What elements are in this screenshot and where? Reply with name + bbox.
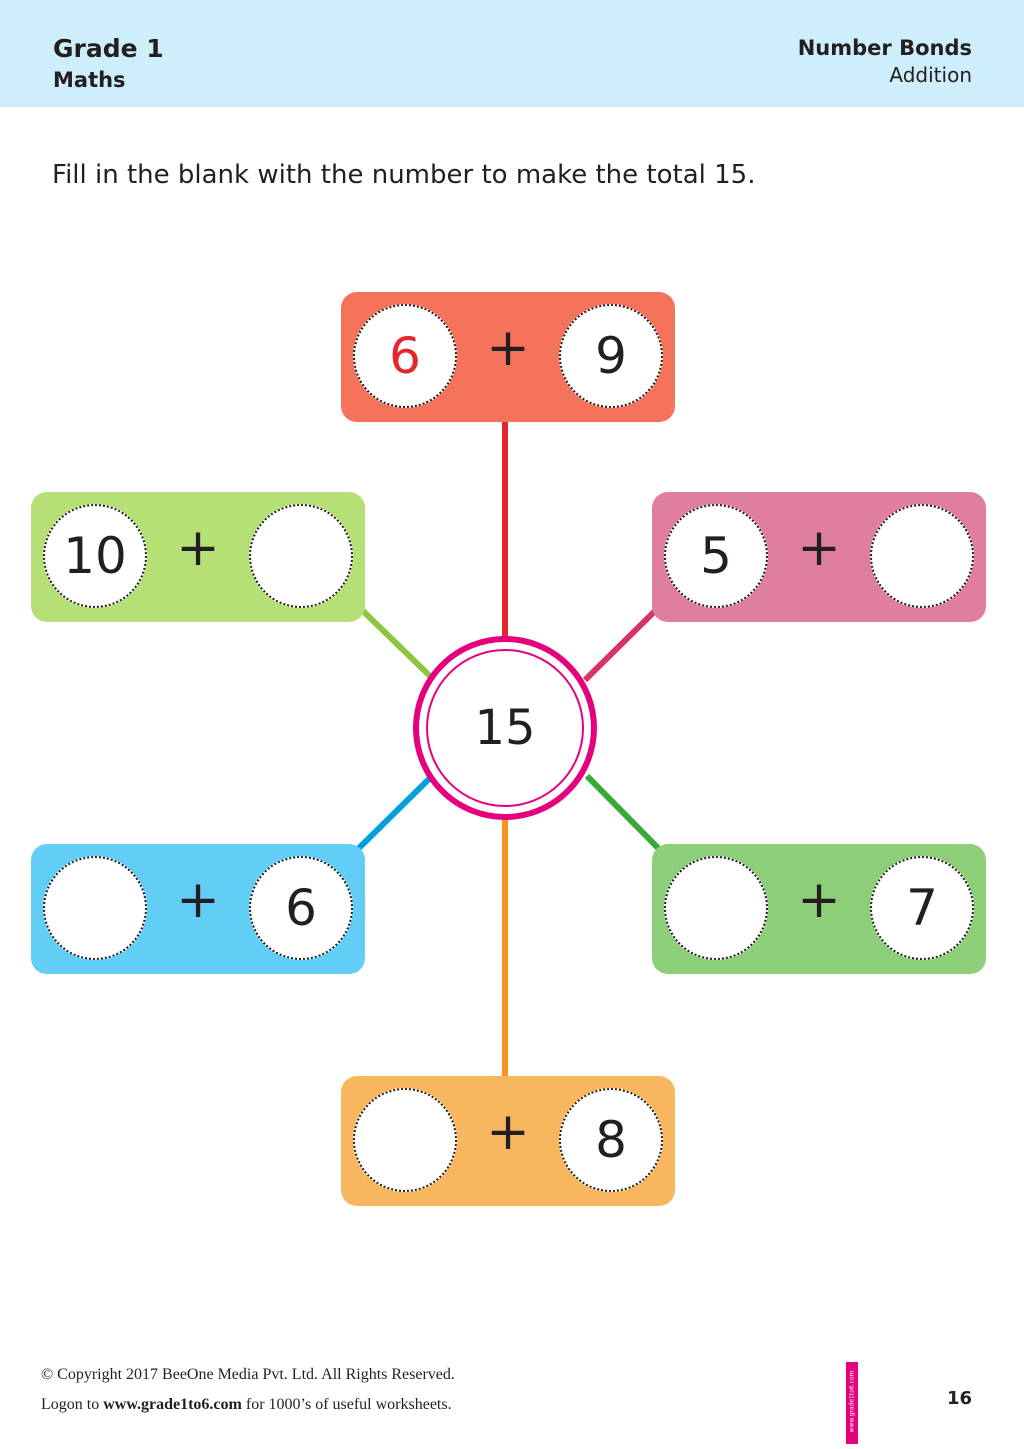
- plus-sign: +: [176, 870, 220, 930]
- instruction-text: Fill in the blank with the number to mak…: [52, 160, 756, 190]
- bond-box-upper-right: 5 +: [652, 492, 986, 622]
- addend-circle: 10: [43, 504, 147, 608]
- addend-circle: 8: [559, 1088, 663, 1192]
- side-url-text: www.grade1to6.com: [848, 1370, 856, 1433]
- addend-circle: 9: [559, 304, 663, 408]
- subject-label: Maths: [53, 68, 126, 92]
- bond-box-upper-left: 10 +: [31, 492, 365, 622]
- plus-sign: +: [797, 870, 841, 930]
- addend-circle: 5: [664, 504, 768, 608]
- total-value: 15: [426, 649, 584, 807]
- copyright-text: © Copyright 2017 BeeOne Media Pvt. Ltd. …: [41, 1366, 455, 1383]
- bond-box-lower-left: + 6: [31, 844, 365, 974]
- blank-answer-circle[interactable]: [43, 856, 147, 960]
- page-number: 16: [946, 1388, 972, 1409]
- side-url-tab: www.grade1to6.com: [846, 1362, 858, 1444]
- connector-lower-left: [354, 775, 433, 853]
- topic-label: Number Bonds: [797, 36, 972, 60]
- bond-box-top: 6 + 9: [341, 292, 675, 422]
- plus-sign: +: [176, 518, 220, 578]
- page-header: Grade 1 Maths Number Bonds Addition: [0, 0, 1024, 107]
- connector-upper-left: [359, 607, 435, 681]
- addend-circle: 6: [249, 856, 353, 960]
- bond-box-bottom: + 8: [341, 1076, 675, 1206]
- plus-sign: +: [797, 518, 841, 578]
- logon-text: Logon to www.grade1to6.com for 1000’s of…: [41, 1396, 452, 1414]
- addend-circle: 6: [353, 304, 457, 408]
- blank-answer-circle[interactable]: [249, 504, 353, 608]
- addend-circle: 7: [870, 856, 974, 960]
- blank-answer-circle[interactable]: [353, 1088, 457, 1192]
- site-link[interactable]: www.grade1to6.com: [103, 1396, 242, 1413]
- subtopic-label: Addition: [889, 63, 972, 87]
- logon-prefix: Logon to: [41, 1396, 100, 1413]
- connector-upper-right: [582, 607, 659, 683]
- total-circle: 15: [413, 636, 597, 820]
- bond-box-lower-right: + 7: [652, 844, 986, 974]
- blank-answer-circle[interactable]: [870, 504, 974, 608]
- plus-sign: +: [486, 1102, 530, 1162]
- plus-sign: +: [486, 318, 530, 378]
- grade-label: Grade 1: [53, 34, 164, 63]
- logon-suffix: for 1000’s of useful worksheets.: [245, 1396, 452, 1413]
- connector-lower-right: [584, 773, 663, 853]
- blank-answer-circle[interactable]: [664, 856, 768, 960]
